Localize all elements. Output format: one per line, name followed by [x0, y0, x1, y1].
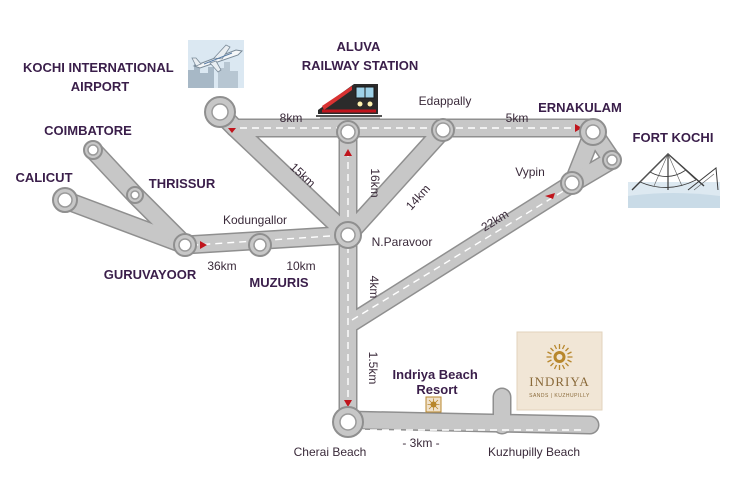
indriya-logo: INDRIYA SANDS | KUZHUPILLY — [516, 331, 603, 411]
node-vypin[interactable] — [560, 171, 584, 195]
arrow-vypin — [545, 193, 555, 199]
node-ernakulam[interactable] — [579, 118, 607, 146]
sun-emblem-icon — [546, 344, 573, 370]
label-cherai-beach: Cherai Beach — [294, 445, 367, 459]
node-calicut[interactable] — [52, 187, 78, 213]
node-muzuris[interactable] — [248, 233, 272, 257]
node-aluva[interactable] — [336, 120, 360, 144]
label-resort-line2: Resort — [416, 382, 458, 397]
label-guruvayoor: GURUVAYOOR — [104, 267, 197, 282]
node-guruvayoor[interactable] — [173, 233, 197, 257]
label-n-paravoor: N.Paravoor — [372, 235, 433, 249]
lane-markings — [194, 127, 585, 431]
dist-cherai-kuzhupilly: - 3km - — [402, 436, 439, 450]
node-n-paravoor[interactable] — [334, 221, 362, 249]
dist-1-5km: 1.5km — [366, 352, 380, 385]
label-fort-kochi: FORT KOCHI — [633, 130, 714, 145]
label-calicut: CALICUT — [15, 170, 72, 185]
logo-tagline: SANDS | KUZHUPILLY — [529, 393, 590, 399]
label-indriya-resort: Indriya Beach Resort — [393, 367, 482, 397]
train-icon — [316, 84, 382, 119]
label-ernakulam: ERNAKULAM — [538, 100, 622, 115]
node-thrissur[interactable] — [126, 186, 144, 204]
label-aluva-line1: ALUVA — [337, 39, 381, 54]
label-airport-line2: AIRPORT — [71, 79, 130, 94]
dist-16km: 16km — [368, 168, 382, 197]
label-aluva: ALUVA RAILWAY STATION — [302, 39, 419, 73]
fishing-net-icon — [628, 153, 720, 208]
junction-nodes — [52, 96, 622, 438]
dist-guruvayoor-kodungallor: 36km — [207, 259, 236, 273]
airplane-icon — [188, 40, 244, 88]
dist-kodungallor-paravoor: 10km — [286, 259, 315, 273]
node-fort-kochi[interactable] — [602, 150, 622, 170]
label-coimbatore: COIMBATORE — [44, 123, 132, 138]
resort-marker-icon — [425, 396, 442, 413]
arrow-cherai — [344, 400, 352, 407]
arrow-airport — [228, 128, 236, 133]
label-resort-line1: Indriya Beach — [393, 367, 478, 382]
label-kodungallor: Kodungallor — [223, 213, 287, 227]
label-vypin: Vypin — [515, 165, 545, 179]
label-kuzhupilly-beach: Kuzhupilly Beach — [488, 445, 580, 459]
dist-edappally-ernakulam: 5km — [506, 111, 529, 125]
label-airport: KOCHI INTERNATIONAL AIRPORT — [23, 60, 177, 94]
logo-name: INDRIYA — [529, 374, 589, 389]
label-thrissur: THRISSUR — [149, 176, 216, 191]
label-edappally: Edappally — [419, 94, 472, 108]
arrow-ernakulam — [575, 124, 582, 132]
label-airport-line1: KOCHI INTERNATIONAL — [23, 60, 174, 75]
node-airport[interactable] — [204, 96, 236, 128]
arrow-aluva-up — [344, 149, 352, 156]
dist-airport-aluva: 8km — [280, 111, 303, 125]
label-muzuris: MUZURIS — [249, 275, 309, 290]
dist-4km: 4km — [367, 276, 381, 299]
node-edappally[interactable] — [431, 118, 455, 142]
dist-14km: 14km — [403, 182, 433, 213]
place-labels: KOCHI INTERNATIONAL AIRPORT ALUVA RAILWA… — [15, 39, 713, 459]
label-aluva-line2: RAILWAY STATION — [302, 58, 419, 73]
node-cherai-beach[interactable] — [332, 406, 364, 438]
arrow-guruvayoor — [200, 241, 207, 249]
node-coimbatore[interactable] — [83, 140, 103, 160]
